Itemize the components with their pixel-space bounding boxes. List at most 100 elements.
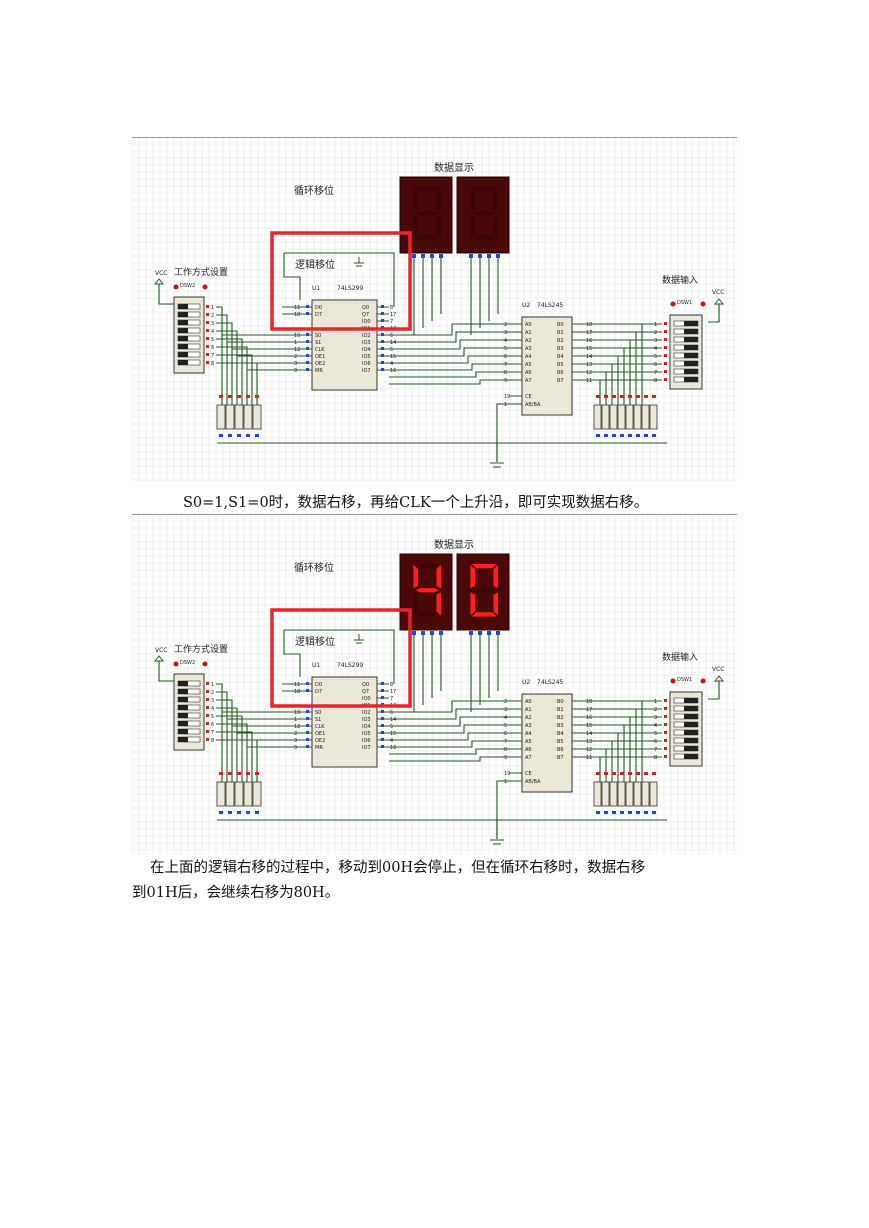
wire xyxy=(216,330,238,405)
pin-number: 2 xyxy=(211,313,214,319)
pin-number: 7 xyxy=(504,739,507,745)
pin-number: 4 xyxy=(654,346,657,352)
pin-marker xyxy=(620,434,624,437)
pin-number: 3 xyxy=(211,321,214,327)
vcc-label-right: VCC xyxy=(712,666,724,673)
pin-name: A6 xyxy=(525,370,532,376)
resistor xyxy=(216,404,226,430)
resistor xyxy=(649,404,658,430)
pin-number: 17 xyxy=(586,707,592,713)
pin-number: 17 xyxy=(390,312,396,318)
pin-marker xyxy=(604,772,608,775)
pin-number: 7 xyxy=(390,319,393,325)
dip-led xyxy=(173,661,179,667)
segment-g xyxy=(472,588,496,593)
pin-number: 11 xyxy=(294,682,300,688)
cyclic-shift-title: 循环移位 xyxy=(294,561,334,574)
resistor xyxy=(593,404,602,430)
pin-marker xyxy=(306,738,309,741)
dip-lever xyxy=(178,320,188,325)
pin-name: A0 xyxy=(525,322,532,328)
wire xyxy=(216,723,248,782)
pin-number: 9 xyxy=(294,368,297,374)
vcc-arrow-left xyxy=(153,655,165,662)
dip-lever xyxy=(178,713,188,718)
display-pin xyxy=(487,254,491,258)
pin-number: 12 xyxy=(586,747,592,753)
pin-marker xyxy=(652,434,656,437)
dip-lever xyxy=(178,705,188,710)
segment-f xyxy=(470,565,476,589)
pin-marker xyxy=(206,345,209,348)
segment-a xyxy=(414,564,440,569)
dip-switch-body xyxy=(669,314,703,390)
segment-g xyxy=(415,211,439,216)
resistor xyxy=(609,404,618,430)
pin-number: 7 xyxy=(504,362,507,368)
pin-marker xyxy=(381,738,384,741)
pin-number: 3 xyxy=(294,738,297,744)
pin-name: B1 xyxy=(557,707,564,713)
resistor xyxy=(625,404,634,430)
pin-name: IO2 xyxy=(362,333,371,339)
pin-name: B1 xyxy=(557,330,564,336)
wire xyxy=(389,740,510,748)
pin-marker xyxy=(664,346,667,349)
caption-summary-line-2: 到01H后，会继续右移为80H。 xyxy=(132,885,340,901)
resistor xyxy=(633,404,642,430)
resistor xyxy=(243,781,253,807)
pin-name: IO7 xyxy=(362,745,371,751)
pin-name: A1 xyxy=(525,330,532,336)
pin-marker xyxy=(228,811,232,814)
resistor-banks xyxy=(216,772,667,845)
wire xyxy=(389,363,510,371)
pin-number: 1 xyxy=(654,699,657,705)
pin-marker xyxy=(381,340,384,343)
pin-marker xyxy=(381,347,384,350)
wire xyxy=(389,732,510,741)
cyclic-shift-title: 循环移位 xyxy=(294,184,334,197)
pin-marker xyxy=(306,717,309,720)
wire xyxy=(216,707,238,782)
pin-number: 13 xyxy=(586,362,592,368)
dip-lever xyxy=(684,730,698,735)
display-pin xyxy=(430,254,434,258)
wire xyxy=(389,355,510,364)
pin-number: 2 xyxy=(504,322,507,328)
wire xyxy=(158,284,174,305)
pin-marker xyxy=(206,353,209,356)
pin-marker xyxy=(652,772,656,775)
pin-number: 18 xyxy=(294,312,300,318)
pin-name: OE2 xyxy=(315,361,325,367)
pin-name: IO6 xyxy=(362,738,371,744)
pin-name: B3 xyxy=(557,723,564,729)
wire xyxy=(216,731,253,782)
pin-marker xyxy=(628,772,632,775)
pin-marker xyxy=(206,730,209,733)
resistor-banks xyxy=(216,395,667,468)
pin-marker xyxy=(636,395,640,398)
pin-number: 15 xyxy=(390,354,396,360)
wire xyxy=(389,756,510,762)
display-pin xyxy=(496,254,500,258)
pin-marker xyxy=(228,395,232,398)
pin-marker xyxy=(206,337,209,340)
wire xyxy=(389,339,510,350)
pin-name: B6 xyxy=(557,747,564,753)
pin-marker xyxy=(246,395,250,398)
logic-shift-title: 逻辑移位 xyxy=(295,258,335,271)
pin-marker xyxy=(219,772,223,775)
pin-number: 2 xyxy=(504,699,507,705)
pin-marker xyxy=(664,354,667,357)
pin-number: 1 xyxy=(504,402,507,408)
pin-number: 6 xyxy=(211,722,214,728)
pin-marker xyxy=(255,772,259,775)
wire xyxy=(389,708,510,720)
vcc-label-left: VCC xyxy=(155,647,167,654)
pin-marker xyxy=(381,305,384,308)
display-pin xyxy=(478,254,482,258)
pin-marker xyxy=(228,772,232,775)
dip-lever xyxy=(178,721,188,726)
